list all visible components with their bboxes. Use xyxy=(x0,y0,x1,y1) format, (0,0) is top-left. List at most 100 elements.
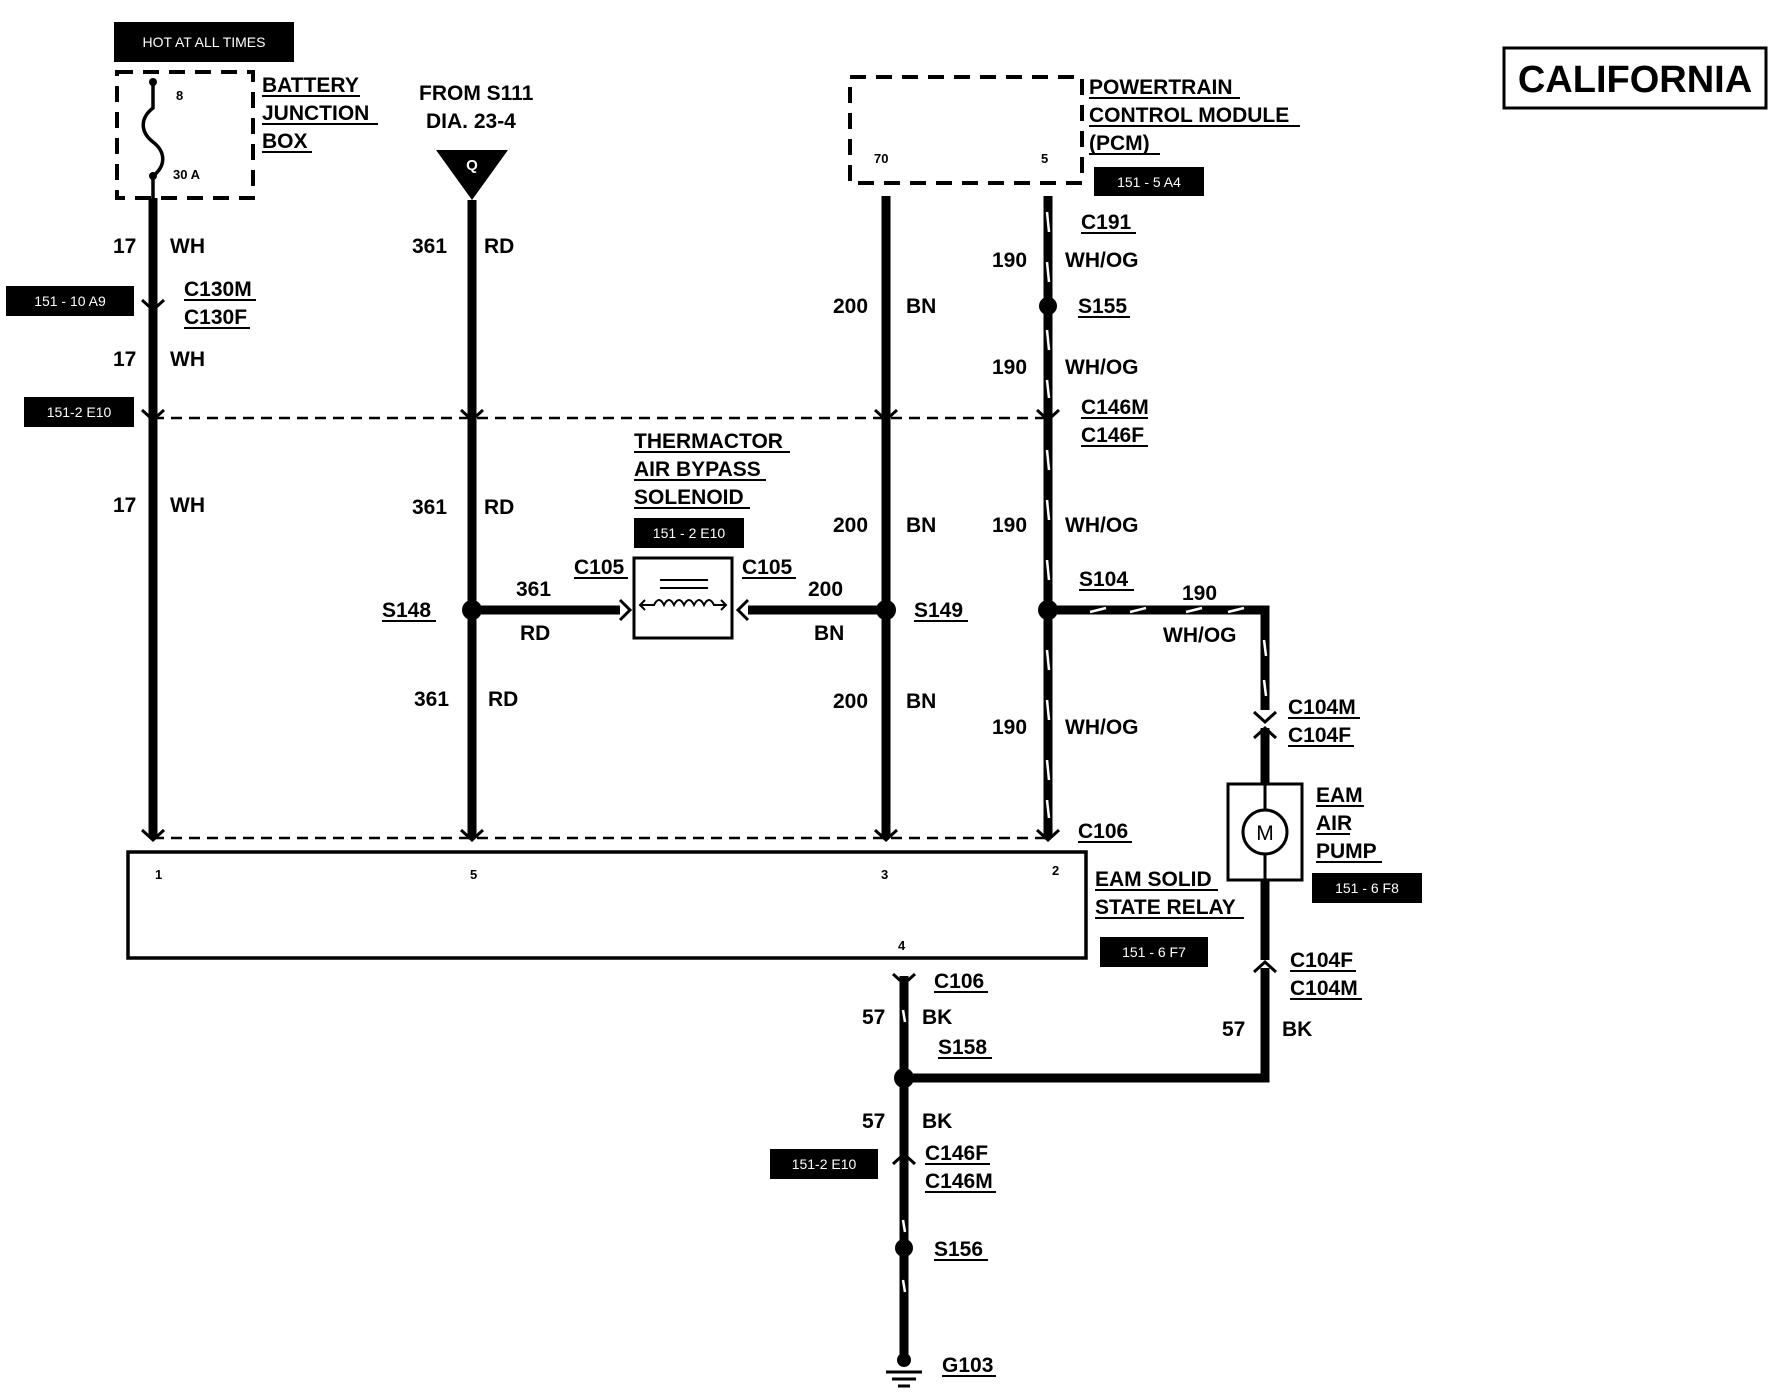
wire-190-num-4: 190 xyxy=(992,716,1027,739)
wire-200-num-3: 200 xyxy=(833,690,868,713)
pcm-ref: 151 - 5 A4 xyxy=(1117,174,1181,190)
wire-190-labels: 190 WH/OG 190 WH/OG 190 WH/OG 190 WH/OG xyxy=(992,249,1139,739)
solenoid-line3: SOLENOID xyxy=(634,486,744,509)
relay-pin-2: 2 xyxy=(1052,863,1059,878)
wire-57-num-1: 57 xyxy=(862,1006,885,1029)
c130m-label: C130M xyxy=(184,278,252,301)
c130f-label: C130F xyxy=(184,306,247,329)
wire-361-num-1: 361 xyxy=(412,235,447,258)
fuse-rating: 30 A xyxy=(173,167,201,182)
c106-lower-label: C106 xyxy=(934,970,984,993)
source-line2: DIA. 23-4 xyxy=(426,110,516,133)
wire-190-stripes xyxy=(1045,211,1051,819)
solenoid-line1: THERMACTOR xyxy=(634,430,783,453)
relay-pin-3: 3 xyxy=(881,867,888,882)
ground-icon xyxy=(886,1353,922,1388)
c146f-label: C146F xyxy=(1081,424,1144,447)
wire-190-color-1: WH/OG xyxy=(1065,249,1139,272)
relay-ref: 151 - 6 F7 xyxy=(1122,944,1186,960)
connector-chevrons xyxy=(140,298,1061,843)
wire-57-bk-pump-return xyxy=(904,968,1270,1083)
pump-line1: EAM xyxy=(1316,784,1363,807)
wire-200-color-2: BN xyxy=(906,514,936,537)
pcm-side-connectors: C191 S155 C146M C146F xyxy=(1039,211,1149,447)
solenoid-wire-labels: C105 C105 361 RD 200 BN xyxy=(516,556,844,645)
battery-junction-box: 8 30 A BATTERY JUNCTION BOX xyxy=(115,70,378,200)
eam-air-pump: M EAM AIR PUMP 151 - 6 F8 xyxy=(1226,782,1422,903)
wire-57-color-1: BK xyxy=(922,1006,952,1029)
solenoid-coil-icon xyxy=(638,579,728,611)
connector-c104-upper: C104M C104F xyxy=(1252,696,1360,784)
wire-190-to-pump xyxy=(1048,605,1270,710)
wire-361-num-2: 361 xyxy=(412,496,447,519)
relay-pin-1: 1 xyxy=(155,867,162,882)
hot-at-all-times-label: HOT AT ALL TIMES xyxy=(143,34,266,50)
c104f-upper-label: C104F xyxy=(1288,724,1351,747)
solenoid-ref: 151 - 2 E10 xyxy=(653,525,726,541)
wire-57-num-2: 57 xyxy=(862,1110,885,1133)
splice-s156-dot xyxy=(895,1239,913,1257)
wire-200-color-1: BN xyxy=(906,295,936,318)
wire-190-pump-color: WH/OG xyxy=(1163,624,1237,647)
s156-label: S156 xyxy=(934,1238,983,1261)
hot-at-all-times-tag: HOT AT ALL TIMES xyxy=(114,22,294,62)
wire-361-num-3: 361 xyxy=(414,688,449,711)
relay-pin-4: 4 xyxy=(898,938,906,953)
pump-line2: AIR xyxy=(1316,812,1352,835)
wire-17-num-2: 17 xyxy=(113,348,136,371)
c105-left-label: C105 xyxy=(574,556,625,579)
splice-s149-dot xyxy=(876,600,896,620)
wire-190-num-3: 190 xyxy=(992,514,1027,537)
wire-190-pump-stripes xyxy=(1089,606,1268,697)
c105-left-chevron xyxy=(618,598,633,622)
c146m-label: C146M xyxy=(1081,396,1149,419)
connector-c146-lower: 151-2 E10 C146F C146M xyxy=(770,1142,996,1193)
c130-ref: 151 - 10 A9 xyxy=(34,293,106,309)
fuse-top-pin: 8 xyxy=(176,88,183,103)
wire-17-color-3: WH xyxy=(170,494,205,517)
c146m-lower-label: C146M xyxy=(925,1170,993,1193)
wire-190-num-2: 190 xyxy=(992,356,1027,379)
splice-s158-dot xyxy=(894,1068,914,1088)
wire-361-h-color: RD xyxy=(520,622,550,645)
wire-17-color-2: WH xyxy=(170,348,205,371)
pcm-pin-70: 70 xyxy=(874,151,888,166)
solenoid-line2: AIR BYPASS xyxy=(634,458,761,481)
c146-bottom-ref: 151-2 E10 xyxy=(792,1156,857,1172)
battery-junction-box-line3: BOX xyxy=(262,130,308,153)
wire-361-color-1: RD xyxy=(484,235,514,258)
s155-label: S155 xyxy=(1078,295,1127,318)
wire-17-num-3: 17 xyxy=(113,494,136,517)
wire-190-num-1: 190 xyxy=(992,249,1027,272)
wire-200-labels: 200 BN 200 BN 200 BN xyxy=(833,295,936,713)
pcm-line2: CONTROL MODULE xyxy=(1089,104,1289,127)
pcm-pin-5: 5 xyxy=(1041,151,1048,166)
wire-200-h-color: BN xyxy=(814,622,844,645)
pcm-line1: POWERTRAIN xyxy=(1089,76,1233,99)
s158-label: S158 xyxy=(938,1036,987,1059)
eam-solid-state-relay: 1 5 3 2 4 EAM SOLID STATE RELAY 151 - 6 … xyxy=(126,850,1244,967)
relay-pin-5: 5 xyxy=(470,867,477,882)
wire-57-color-2: BK xyxy=(922,1110,952,1133)
wire-190-pump-num: 190 xyxy=(1182,582,1217,605)
c146-top-ref-tag: 151-2 E10 xyxy=(24,397,134,427)
relay-line1: EAM SOLID xyxy=(1095,868,1212,891)
wire-200-color-3: BN xyxy=(906,690,936,713)
c106-lower-chevron xyxy=(891,972,917,987)
ground-label: G103 xyxy=(942,1354,993,1377)
wire-190-color-3: WH/OG xyxy=(1065,514,1139,537)
pump-line3: PUMP xyxy=(1316,840,1377,863)
c104m-upper-label: C104M xyxy=(1288,696,1356,719)
wire-190-color-2: WH/OG xyxy=(1065,356,1139,379)
region-badge: CALIFORNIA xyxy=(1502,46,1768,110)
c191-label: C191 xyxy=(1081,211,1132,234)
source-line1: FROM S111 xyxy=(419,82,534,105)
wire-17-labels: 17 WH 17 WH 17 WH xyxy=(113,235,205,517)
wire-361-labels: 361 RD 361 RD 361 RD xyxy=(412,235,518,711)
c104f-lower-label: C104F xyxy=(1290,949,1353,972)
wire-17-num-1: 17 xyxy=(113,235,136,258)
wire-57-pump-num: 57 xyxy=(1222,1018,1245,1041)
pump-ref: 151 - 6 F8 xyxy=(1335,880,1399,896)
battery-junction-box-line2: JUNCTION xyxy=(262,102,369,125)
